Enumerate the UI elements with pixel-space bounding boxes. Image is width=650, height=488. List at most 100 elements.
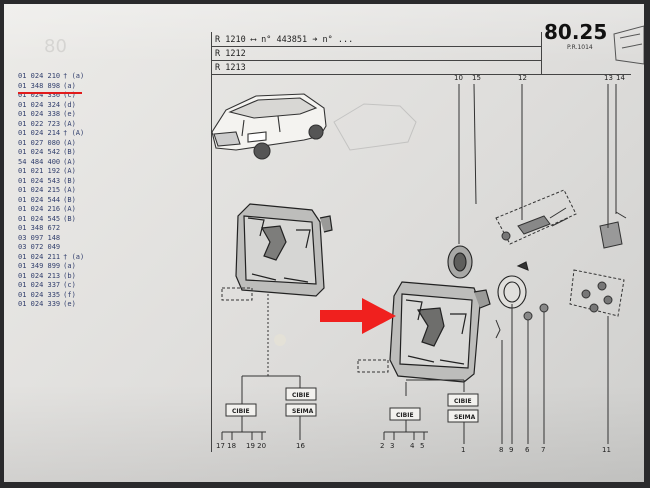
model-row: R 1213 [215, 63, 246, 73]
header-rule [211, 60, 541, 61]
part-number: 01 024 213 [18, 271, 61, 280]
part-row: 01 024 210† (a) [18, 72, 84, 82]
part-row: 01 024 542(B) [18, 148, 84, 158]
part-row: 01 027 080(A) [18, 139, 84, 149]
callout-label: 6 [525, 446, 530, 454]
exploded-diagram: 10 15 12 13 14 CIBIE CIBIE SEIMA CIBIE C… [211, 25, 644, 454]
part-mark: (f) [63, 290, 76, 299]
reflector-bowl [447, 245, 473, 279]
brand-label: CIBIE [232, 408, 250, 415]
part-mark: (B) [63, 176, 76, 185]
car-illustration [211, 93, 327, 160]
part-row: 01 024 211† (a) [18, 253, 84, 263]
part-number: 01 024 211 [18, 252, 61, 261]
part-row: 01 024 545(B) [18, 215, 84, 225]
model-reference-block: R 1210 ⟷ n° 443851 ➜ n° ... R 1212 R 121… [215, 33, 353, 75]
part-number: 01 024 543 [18, 176, 61, 185]
part-number: 03 097 148 [18, 233, 61, 242]
small-bulbs [495, 303, 549, 339]
part-mark: (A) [63, 167, 76, 175]
part-mark: (B) [63, 214, 76, 223]
left-headlamp [235, 203, 333, 297]
part-number: 54 484 400 [18, 157, 61, 166]
part-row: 01 024 336(c) [18, 91, 84, 101]
catalog-page: 80 R 1210 ⟷ n° 443851 ➜ n° ... R 1212 R … [4, 4, 644, 482]
part-number: 01 348 672 [18, 224, 61, 232]
red-pointer-arrow [320, 298, 396, 334]
parts-list: 01 024 210† (a)01 348 898(a)01 024 336(c… [18, 72, 84, 310]
paper-blemish [274, 334, 286, 346]
brand-label: SEIMA [454, 414, 476, 421]
part-mark: (a) [63, 262, 76, 270]
part-number: 03 072 049 [18, 243, 61, 251]
part-row: 03 097 148 [18, 234, 84, 244]
callout-label: 1 [461, 446, 465, 454]
callout-label: 14 [616, 74, 625, 82]
model-row: R 1210 ⟷ n° 443851 ➜ n° ... [215, 35, 354, 45]
part-mark: (A) [63, 205, 76, 213]
part-row: 01 024 214† (A) [18, 129, 84, 139]
part-mark: (c) [63, 281, 76, 289]
part-number: 01 024 542 [18, 148, 61, 156]
part-row: 01 348 898(a) [18, 82, 84, 92]
part-mark: (e) [63, 110, 76, 118]
brand-label: CIBIE [292, 392, 310, 399]
part-number: 01 024 339 [18, 300, 61, 308]
car-ghost [333, 103, 417, 151]
part-mark: (d) [63, 100, 76, 109]
part-mark: (A) [63, 119, 76, 128]
part-mark: (A) [63, 138, 76, 147]
part-number: 01 024 210 [18, 72, 61, 80]
part-mark: (c) [63, 91, 76, 99]
part-mark: (a) [63, 81, 76, 90]
part-number: 01 024 324 [18, 100, 61, 109]
part-row: 01 348 672 [18, 224, 84, 234]
part-number: 01 348 898 [18, 81, 61, 90]
callout-label: 8 [499, 446, 503, 454]
part-mark: † (A) [63, 129, 85, 137]
part-row: 01 024 213(b) [18, 272, 84, 282]
part-row: 01 024 324(d) [18, 101, 84, 111]
page-number: 80.25 [544, 20, 608, 44]
part-mark: (A) [63, 157, 76, 166]
part-row: 01 024 215(A) [18, 186, 84, 196]
diagram-border-left [211, 32, 212, 452]
part-mark: (A) [63, 186, 76, 194]
header-divider [541, 32, 542, 74]
part-row: 01 024 335(f) [18, 291, 84, 301]
part-row: 01 024 216(A) [18, 205, 84, 215]
part-row: 01 349 899(a) [18, 262, 84, 272]
paper-shade-bottom [4, 384, 644, 482]
corner-lamp-sketch [613, 25, 644, 65]
brand-label: CIBIE [454, 398, 472, 405]
dashed-box [357, 359, 389, 373]
part-row: 01 024 543(B) [18, 177, 84, 187]
door-icon: ⟷ [250, 35, 262, 45]
callout-label: 19 20 [246, 442, 266, 450]
page-subtitle: P.R.1014 [567, 44, 593, 51]
part-number: 01 349 899 [18, 262, 61, 270]
part-mark: † (a) [63, 252, 85, 261]
header-rule [211, 46, 541, 47]
part-row: 01 024 338(e) [18, 110, 84, 120]
part-row: 01 022 723(A) [18, 120, 84, 130]
right-headlamp [389, 281, 491, 383]
top-leaders [458, 83, 617, 244]
part-number: 01 024 215 [18, 186, 61, 194]
part-row: 54 484 400(A) [18, 158, 84, 168]
part-number: 01 024 545 [18, 214, 61, 223]
part-number: 01 024 338 [18, 110, 61, 118]
paper-shade [4, 4, 644, 64]
brand-label: SEIMA [292, 408, 314, 415]
part-number: 01 024 216 [18, 205, 61, 213]
part-row: 01 024 337(c) [18, 281, 84, 291]
part-number: 01 024 544 [18, 195, 61, 204]
part-number: 01 024 336 [18, 91, 61, 99]
part-number: 01 024 335 [18, 290, 61, 299]
callout-label: 2 [380, 442, 384, 450]
part-mark: (B) [63, 195, 76, 204]
callout-label: 17 18 [216, 442, 236, 450]
callout-label: 16 [296, 442, 305, 450]
callout-label: 11 [602, 446, 611, 454]
callout-label: 15 [472, 74, 481, 82]
